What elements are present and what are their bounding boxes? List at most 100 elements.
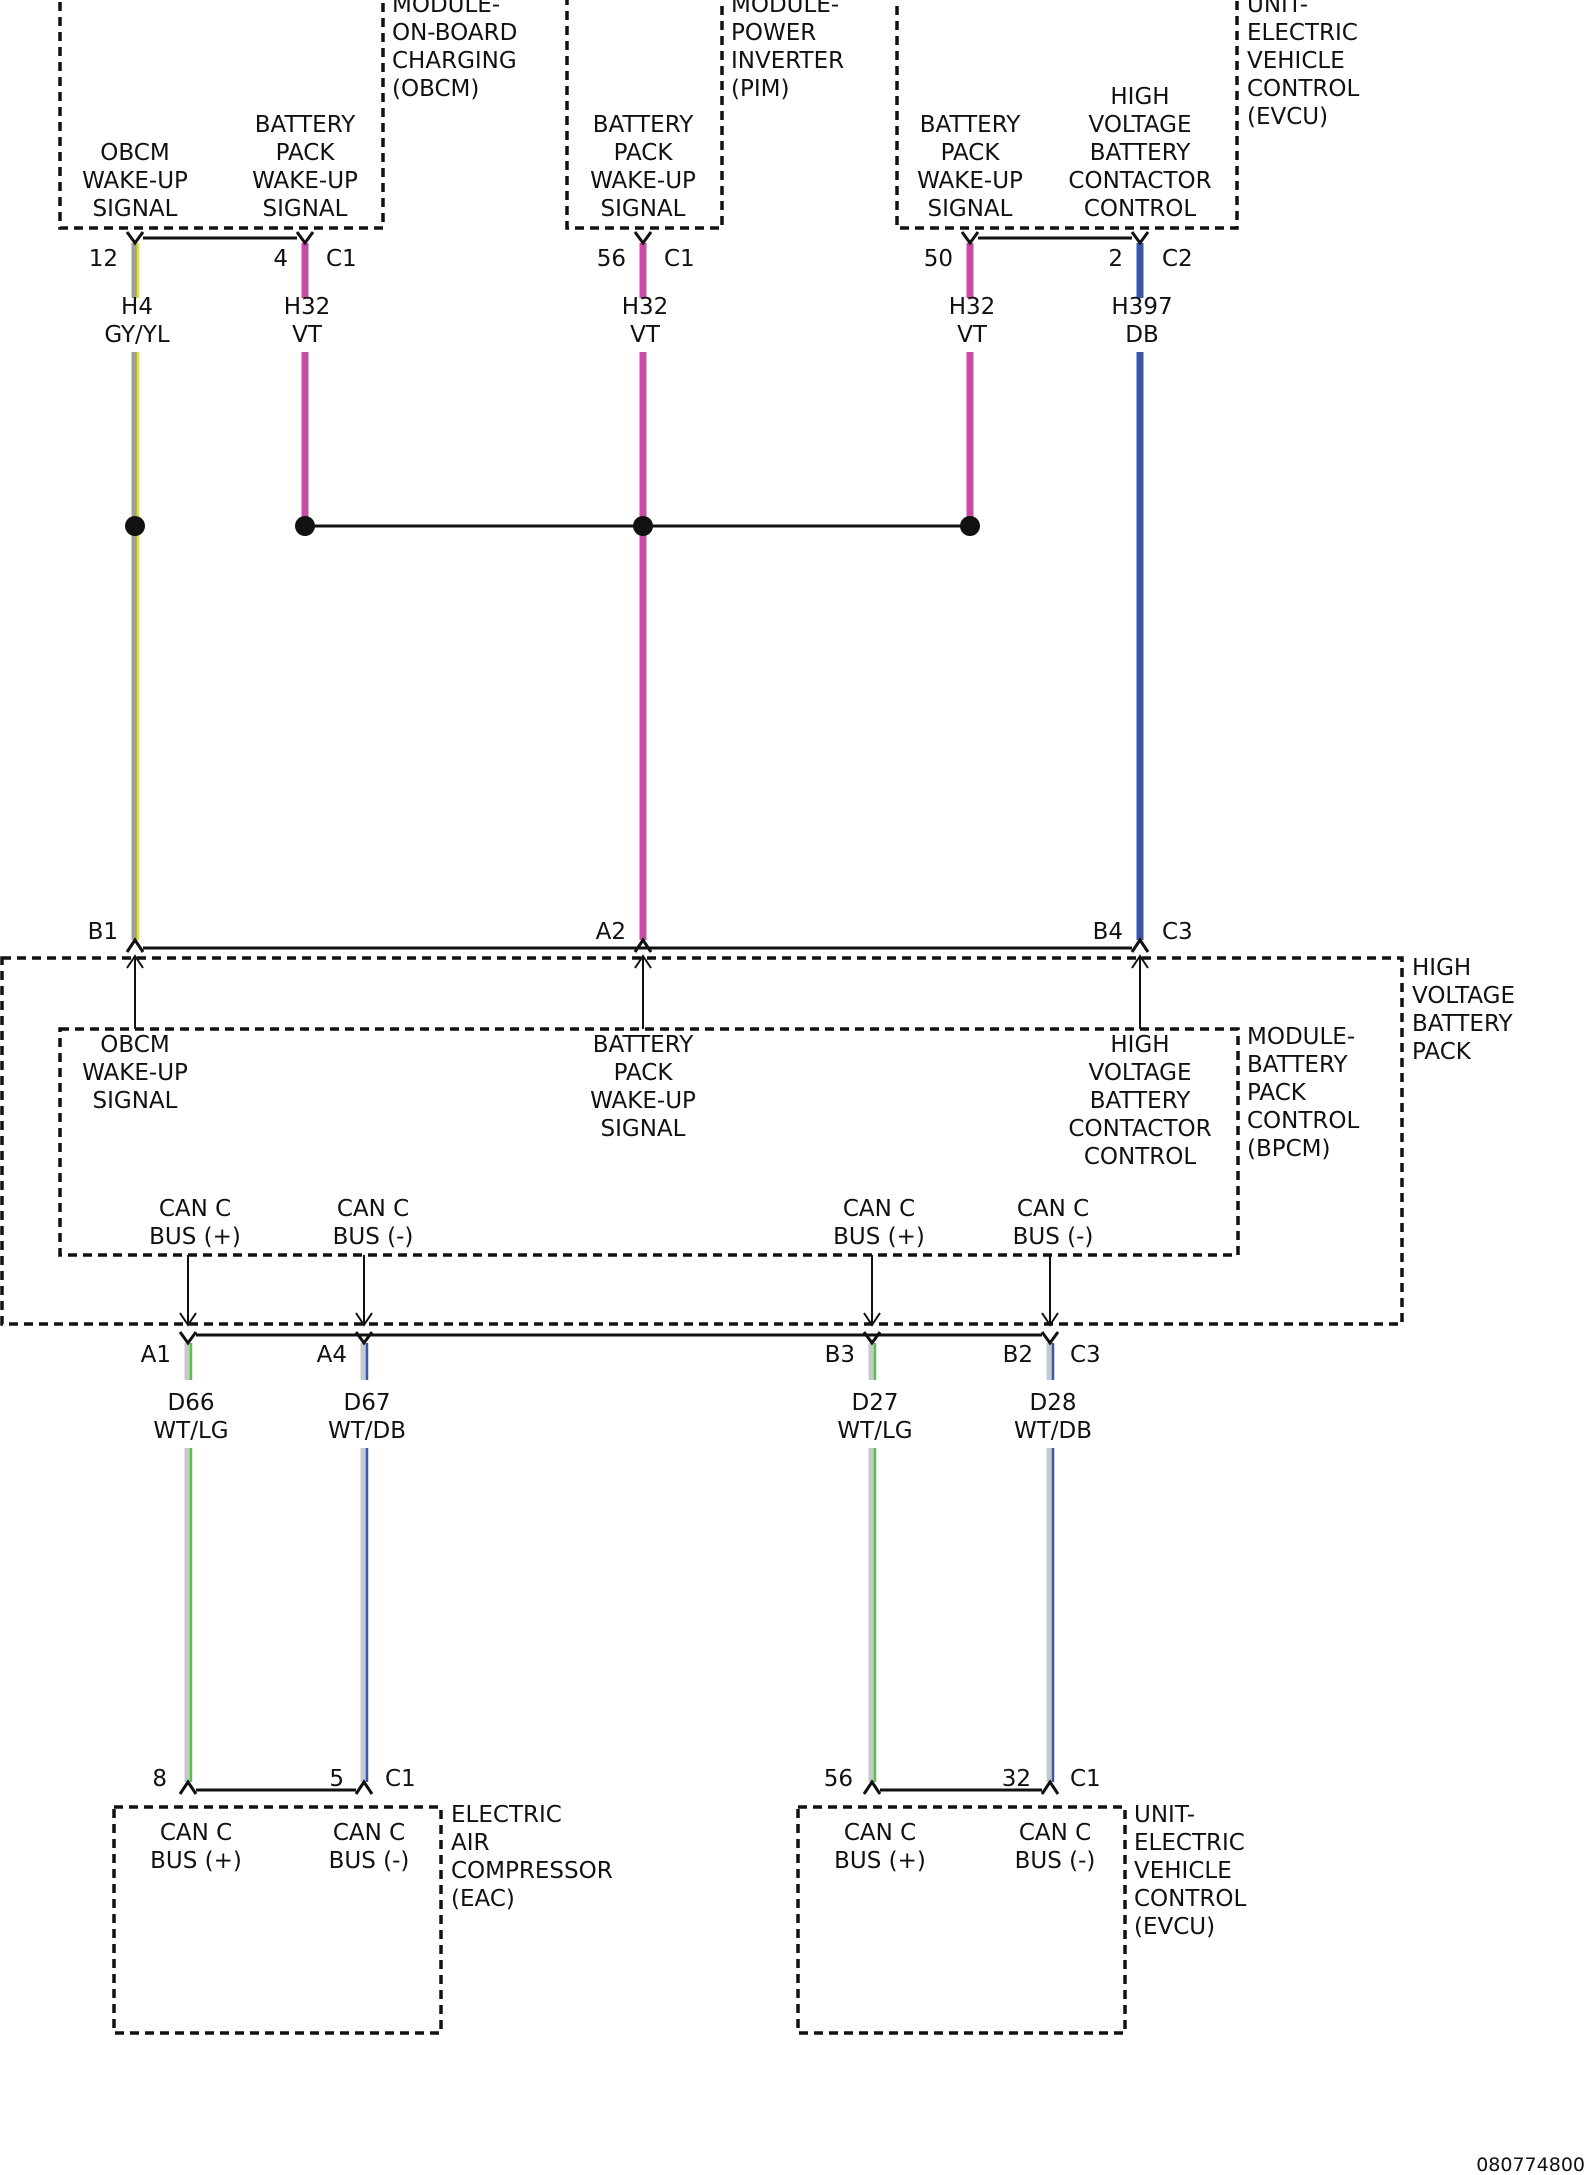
pin-terminal <box>1040 1331 1060 1346</box>
pin-terminal <box>862 1331 882 1346</box>
label-line: BUS (+) <box>833 1224 925 1250</box>
label-line: ON-BOARD <box>392 20 517 46</box>
wire-id-label: H32 <box>622 294 669 320</box>
wire-color-label: WT/LG <box>153 1418 228 1444</box>
pin-terminal <box>354 1331 374 1346</box>
label-line: WAKE-UP <box>917 168 1023 194</box>
label-line: (EVCU) <box>1247 104 1328 130</box>
label-line: CONTACTOR <box>1068 1116 1211 1142</box>
pin-terminal <box>960 231 980 246</box>
label-line: BATTERY <box>920 112 1021 138</box>
label-line: BUS (-) <box>333 1224 414 1250</box>
label-line: HIGH <box>1110 1032 1169 1058</box>
connector-name: C3 <box>1162 919 1193 945</box>
splice <box>125 516 980 536</box>
pin-terminal <box>633 231 653 246</box>
label-line: BUS (+) <box>834 1848 926 1874</box>
pin-number: A2 <box>596 919 626 945</box>
pin-number: 32 <box>1002 1766 1031 1792</box>
label-line: MODULE- <box>1247 1024 1355 1050</box>
label-line: BATTERY <box>1090 1088 1191 1114</box>
label-line: CONTROL <box>1084 1144 1197 1170</box>
wire-h4 <box>131 243 140 940</box>
label-line: (BPCM) <box>1247 1136 1331 1162</box>
pin-number: 8 <box>152 1766 167 1792</box>
label-line: CAN C <box>1017 1196 1089 1222</box>
pin-number: 5 <box>329 1766 344 1792</box>
label-line: PACK <box>614 1060 674 1086</box>
label-line: BATTERY <box>1090 140 1191 166</box>
label-line: CAN C <box>1019 1820 1091 1846</box>
wire-id-label: D67 <box>344 1390 391 1416</box>
label-line: BUS (+) <box>150 1848 242 1874</box>
pin-terminal <box>125 937 145 953</box>
pin-number: 56 <box>824 1766 853 1792</box>
label-line: PACK <box>276 140 336 166</box>
label-line: CAN C <box>337 1196 409 1222</box>
pim-box <box>565 0 724 230</box>
pin-terminal <box>178 1331 198 1346</box>
wire-id-label: D28 <box>1030 1390 1077 1416</box>
label-line: VOLTAGE <box>1088 112 1191 138</box>
wire-color-label: WT/DB <box>328 1418 406 1444</box>
pin-number: B2 <box>1003 1342 1033 1368</box>
label-line: (EAC) <box>451 1886 515 1912</box>
pin-terminal <box>1040 1779 1060 1795</box>
arrow-down-icon <box>1041 1312 1059 1327</box>
label-line: CONTACTOR <box>1068 168 1211 194</box>
label-line: POWER <box>731 20 816 46</box>
pin-terminal <box>295 231 315 246</box>
label-line: PACK <box>614 140 674 166</box>
label-line: VEHICLE <box>1134 1858 1232 1884</box>
splice-node <box>125 516 145 536</box>
label-line: (PIM) <box>731 76 789 102</box>
wire-d67 <box>360 1343 369 1782</box>
pin-number: A4 <box>317 1342 347 1368</box>
label-line: SIGNAL <box>93 196 178 222</box>
wire-color-label: VT <box>630 322 661 348</box>
label-line: WAKE-UP <box>590 168 696 194</box>
wire-id-label: H4 <box>121 294 153 320</box>
label-line: UNIT- <box>1134 1802 1195 1828</box>
label-line: CAN C <box>160 1820 232 1846</box>
wire-color-label: WT/DB <box>1014 1418 1092 1444</box>
arrow-down-icon <box>179 1312 197 1327</box>
arrow-down-icon <box>355 1312 373 1327</box>
label-line: BUS (-) <box>329 1848 410 1874</box>
pin-terminal <box>125 231 145 246</box>
label-line: SIGNAL <box>601 1116 686 1142</box>
figure-id: 080774800 <box>1476 2154 1585 2175</box>
pin-terminals <box>125 231 1150 1795</box>
wire-color-label: WT/LG <box>837 1418 912 1444</box>
pin-terminal <box>633 937 653 953</box>
wire-d27 <box>868 1343 877 1782</box>
splice-node <box>295 516 315 536</box>
label-line: CAN C <box>843 1196 915 1222</box>
label-line: PACK <box>941 140 1001 166</box>
wire-id-label: D66 <box>168 1390 215 1416</box>
pin-number: 4 <box>273 246 288 272</box>
bpcm-box <box>58 1027 1240 1257</box>
splice-node <box>633 516 653 536</box>
evcu-bottom-box <box>796 1805 1127 2035</box>
label-line: OBCM <box>100 1032 169 1058</box>
signal-arrows <box>126 954 1149 1327</box>
wire-id-label: H32 <box>949 294 996 320</box>
module-boxes <box>0 0 1404 2035</box>
